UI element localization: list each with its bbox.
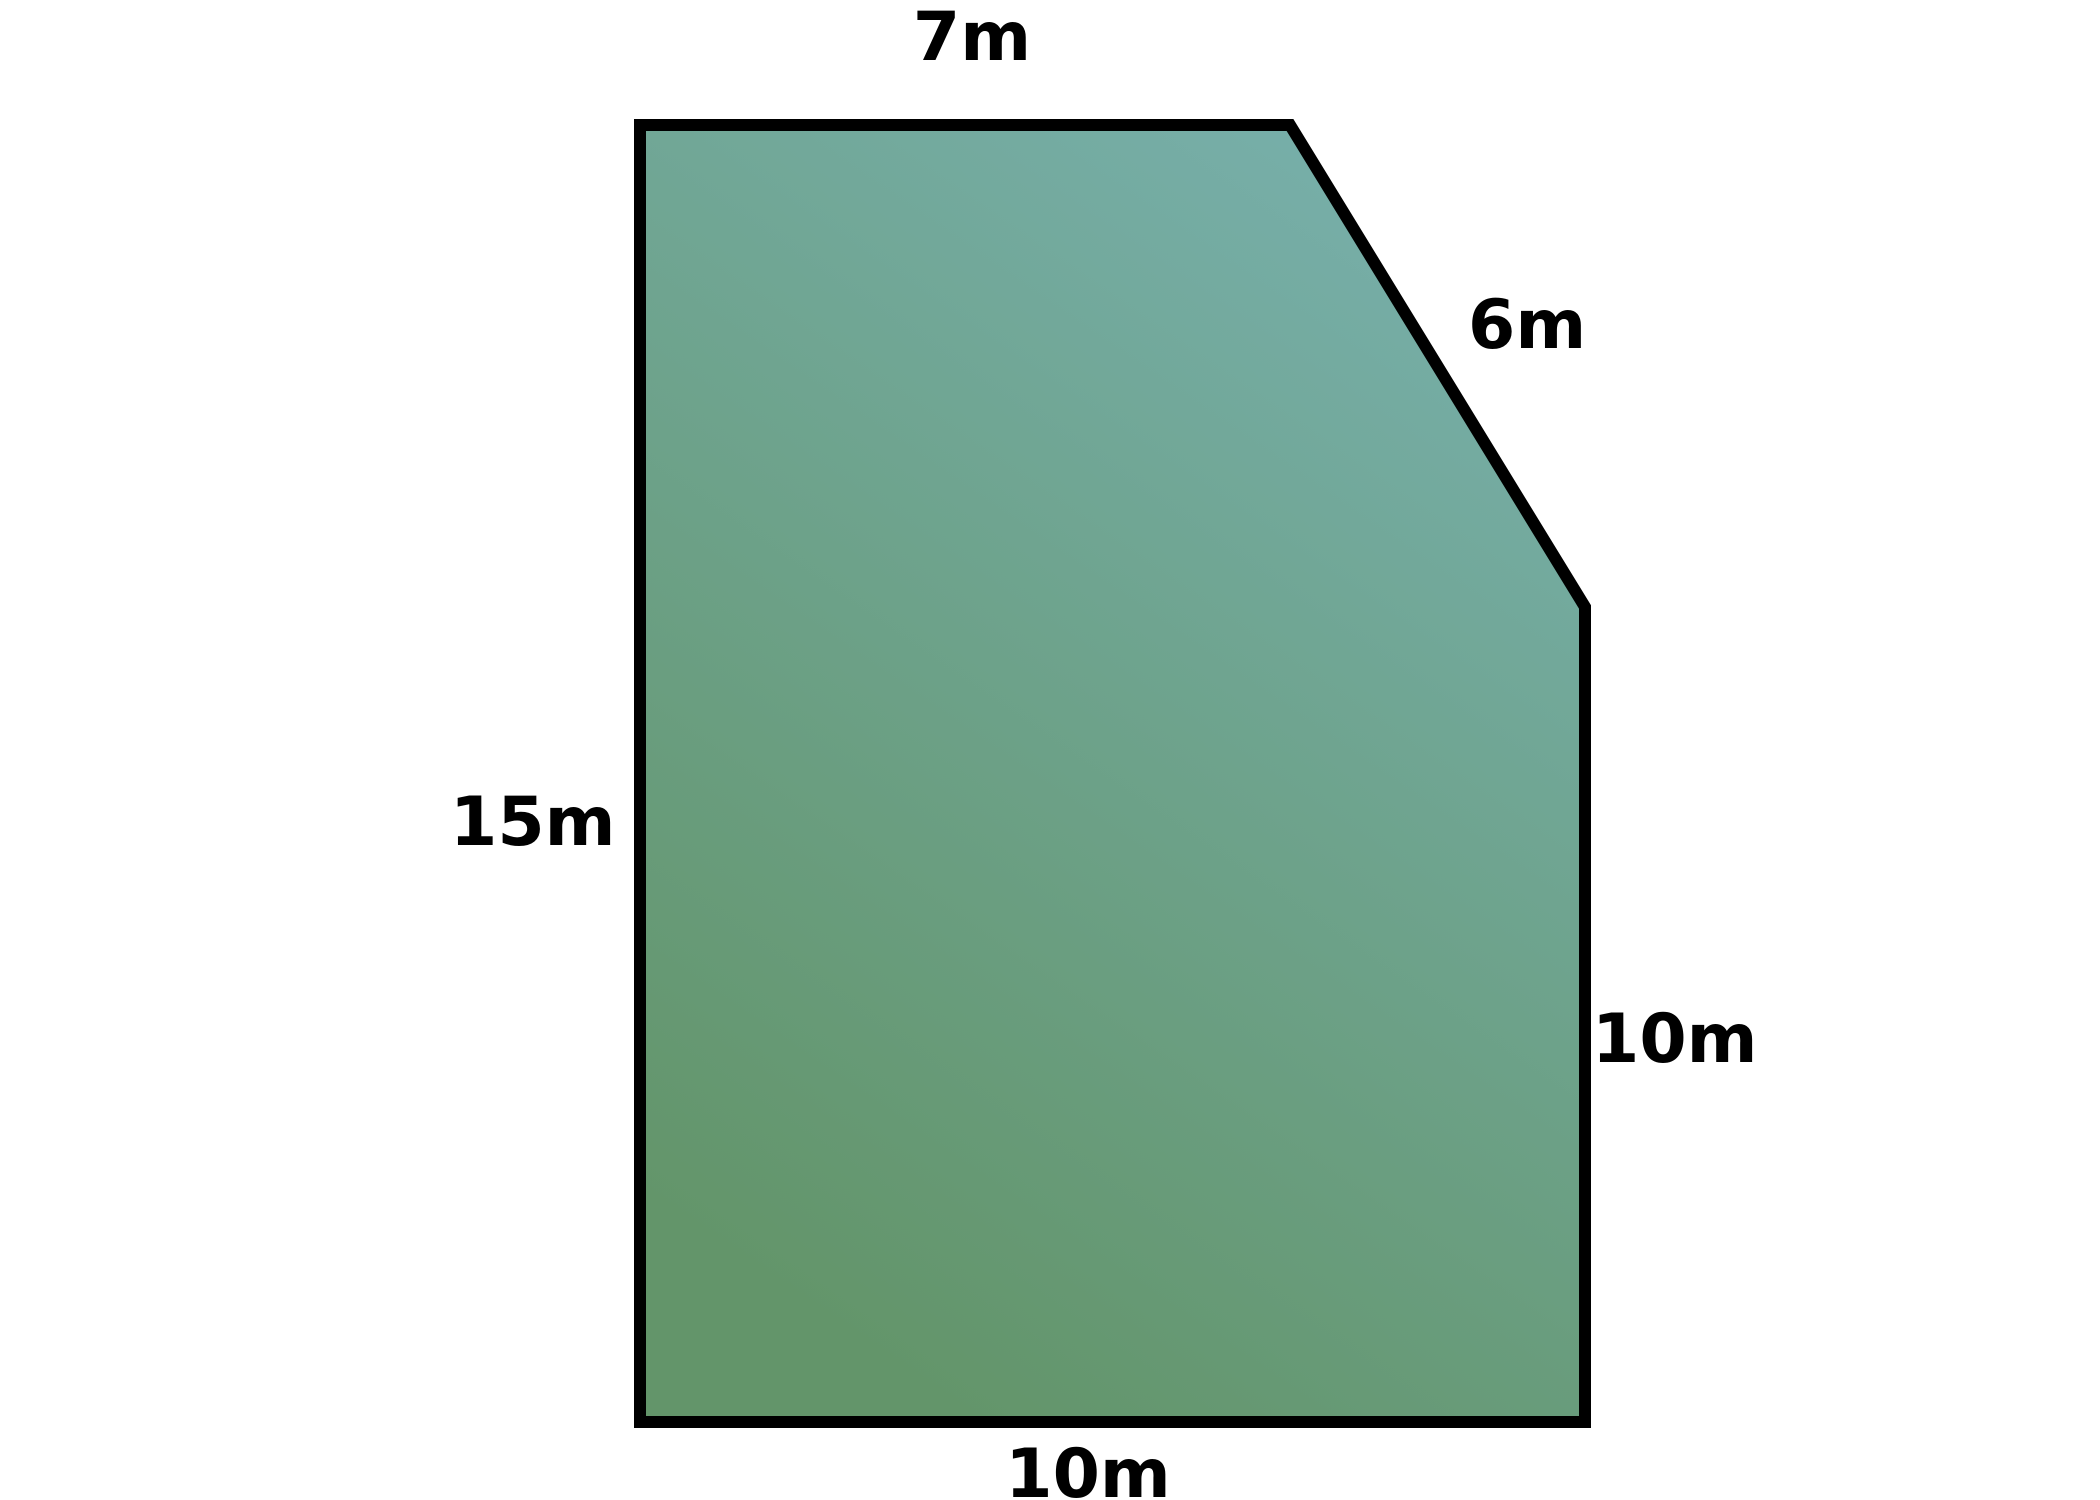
shape-outline (634, 119, 1591, 1428)
top-side-label: 7m (913, 0, 1031, 77)
left-side-label: 15m (450, 783, 615, 862)
bottom-side-label: 10m (1005, 1435, 1170, 1500)
slant-side-label: 6m (1468, 286, 1586, 365)
right-side-label: 10m (1592, 1000, 1757, 1079)
